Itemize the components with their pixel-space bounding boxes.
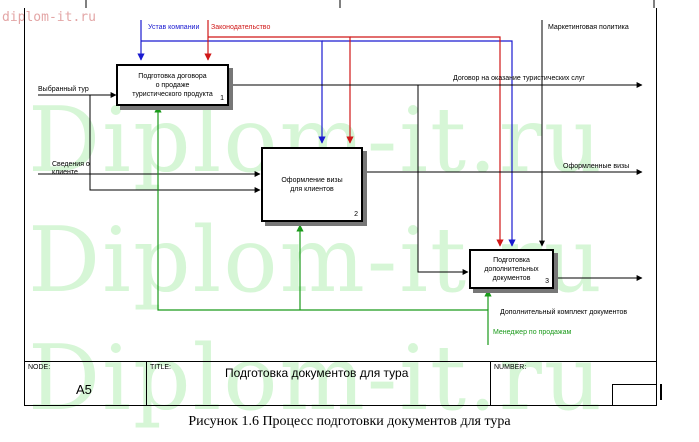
frame-divider-1 xyxy=(146,361,147,405)
control-zakon-arrows xyxy=(204,20,504,247)
input-label-tour: Выбранный тур xyxy=(38,86,89,93)
activity-box-a1-number: 1 xyxy=(220,95,224,102)
footer-number-label: NUMBER: xyxy=(494,364,527,371)
watermark-header: diplom-it.ru xyxy=(2,10,96,25)
output-label-contract: Договор на оказание туристических слуг xyxy=(453,75,585,82)
activity-box-a2-label: Оформление визы для клиентов xyxy=(281,176,343,193)
footer-node-value: A5 xyxy=(76,382,92,397)
footer-title-value: Подготовка документов для тура xyxy=(225,366,409,380)
control-ustav-arrows xyxy=(137,20,516,247)
output-arrows xyxy=(229,82,643,281)
input-arrows xyxy=(38,84,469,275)
footer-node-label: NODE: xyxy=(28,364,51,371)
control-label-zakon: Законодательство xyxy=(211,24,271,31)
frame-corner-h xyxy=(612,384,656,385)
activity-box-a1-label: Подготовка договора о продаже туристичес… xyxy=(132,72,213,98)
frame-divider-2 xyxy=(490,361,491,405)
activity-box-a2-number: 2 xyxy=(354,211,358,218)
top-header-ticks xyxy=(85,0,655,8)
frame-corner-v xyxy=(612,384,613,405)
input-label-client-info: Сведения о клиенте xyxy=(52,161,90,176)
control-label-ustav: Устав компании xyxy=(148,24,200,31)
frame-footer-top xyxy=(24,361,657,362)
output-label-docs: Дополнительный комплект документов xyxy=(500,309,628,316)
footer-title-label: TITLE: xyxy=(150,364,172,371)
frame-bottom xyxy=(24,405,657,406)
frame-left xyxy=(24,8,25,406)
activity-box-a1[interactable]: Подготовка договора о продаже туристичес… xyxy=(116,64,229,106)
frame-right xyxy=(656,8,657,406)
frame-edge-tick xyxy=(660,384,662,400)
activity-box-a2[interactable]: Оформление визы для клиентов 2 xyxy=(261,147,363,222)
activity-box-a3[interactable]: Подготовка дополнительных документов 3 xyxy=(469,249,554,289)
watermark-row-3: Diplom-it.ru xyxy=(28,326,604,431)
output-label-visas: Оформленные визы xyxy=(563,163,630,170)
mechanism-arrows xyxy=(154,105,492,345)
mechanism-label-manager: Менеджер по продажам xyxy=(493,329,572,336)
figure-caption: Рисунок 1.6 Процесс подготовки документо… xyxy=(188,414,511,429)
activity-box-a3-label: Подготовка дополнительных документов xyxy=(484,256,539,282)
activity-box-a3-number: 3 xyxy=(545,278,549,285)
control-label-marketing: Маркетинговая политика xyxy=(548,24,629,31)
